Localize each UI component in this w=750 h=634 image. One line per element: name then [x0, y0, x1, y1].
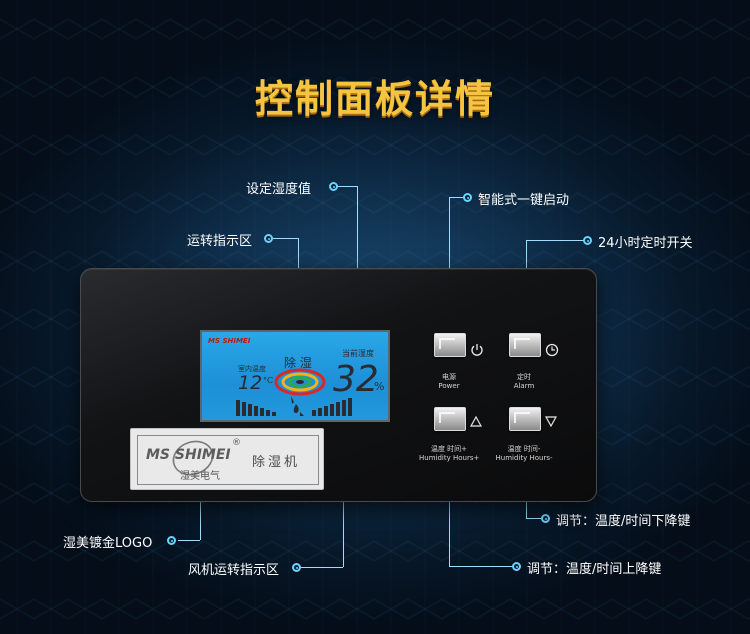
clock-icon — [545, 343, 559, 357]
lcd-humidity-unit: % — [374, 380, 385, 393]
leader-up-v — [449, 470, 450, 566]
lcd-room-temp-label: 室内温度 — [238, 365, 266, 373]
leader-set-humidity-h — [335, 186, 357, 187]
callout-dot-set-humidity — [329, 182, 338, 191]
triangle-down-icon — [545, 416, 557, 427]
leader-logo-h — [178, 540, 200, 541]
callout-dot-up — [512, 562, 521, 571]
leader-start-h — [449, 197, 467, 198]
triangle-up-icon — [470, 416, 482, 427]
page-title: 控制面板详情 — [254, 77, 495, 121]
lcd-brand: MS SHIMEI — [208, 337, 251, 345]
label-logo: 湿美镀金LOGO — [63, 536, 153, 551]
leader-up-h — [449, 566, 514, 567]
leader-set-humidity-v — [357, 186, 358, 326]
callout-dot-start — [463, 193, 472, 202]
lcd-mode: 除 湿 — [284, 356, 312, 370]
leader-run-h — [270, 238, 298, 239]
logo-product: 除湿机 — [252, 455, 301, 470]
leader-down-h — [526, 518, 544, 519]
leader-start-v — [449, 197, 450, 330]
lcd-current-humidity-label: 当前湿度 — [342, 349, 374, 358]
power-label-cn: 电源 — [442, 373, 456, 381]
power-button[interactable] — [434, 333, 466, 357]
label-set-humidity: 设定湿度值 — [246, 182, 312, 197]
power-icon — [471, 344, 483, 356]
label-up-key: 调节：温度/时间上降键 — [527, 562, 662, 577]
label-one-key-start: 智能式一键启动 — [478, 193, 570, 208]
fan-swirl-icon — [274, 368, 326, 396]
run-indicator-bars-icon — [236, 400, 276, 416]
logo-swoosh-icon — [172, 440, 214, 476]
lcd-humidity: 32 — [333, 359, 379, 400]
label-down-key: 调节：温度/时间下降键 — [556, 514, 691, 529]
logo-company: 湿美电气 — [180, 471, 220, 482]
lcd-display: MS SHIMEI 除 湿 室内温度 当前湿度 12 °C 32 % — [200, 330, 390, 422]
callout-dot-fan — [292, 563, 301, 572]
logo-brand: MS SHIMEI — [146, 447, 231, 463]
callout-dot-logo — [167, 536, 176, 545]
lcd-temp-unit: °C — [263, 376, 274, 385]
alarm-label-en: Alarm — [513, 382, 535, 390]
label-timer-24h: 24小时定时开关 — [598, 236, 693, 251]
callout-dot-timer — [583, 236, 592, 245]
label-fan-indicator: 风机运转指示区 — [188, 563, 280, 578]
leader-logo-v — [200, 488, 201, 540]
leader-timer-h — [526, 240, 588, 241]
power-label-en: Power — [438, 382, 460, 390]
logo-frame: MS SHIMEI ® 湿美电气 除湿机 — [137, 435, 319, 485]
down-button[interactable] — [509, 407, 541, 431]
water-drop-icon — [291, 396, 304, 416]
up-label-cn: 温度 时间+ — [430, 445, 468, 453]
alarm-button[interactable] — [509, 333, 541, 357]
alarm-label-cn: 定时 — [517, 373, 531, 381]
callout-dot-down — [541, 514, 550, 523]
fan-indicator-bars-icon — [312, 398, 352, 416]
logo-plate: MS SHIMEI ® 湿美电气 除湿机 — [130, 428, 324, 490]
leader-fan-h — [298, 567, 343, 568]
down-label-cn: 温度 时间- — [507, 445, 541, 453]
logo-registered: ® — [232, 438, 241, 448]
up-button[interactable] — [434, 407, 466, 431]
label-run-indicator: 运转指示区 — [187, 234, 253, 249]
lcd-temperature: 12 — [238, 372, 263, 394]
callout-dot-run — [264, 234, 273, 243]
up-label-en: Humidity Hours+ — [419, 454, 480, 462]
down-label-en: Humidity Hours- — [495, 454, 553, 462]
